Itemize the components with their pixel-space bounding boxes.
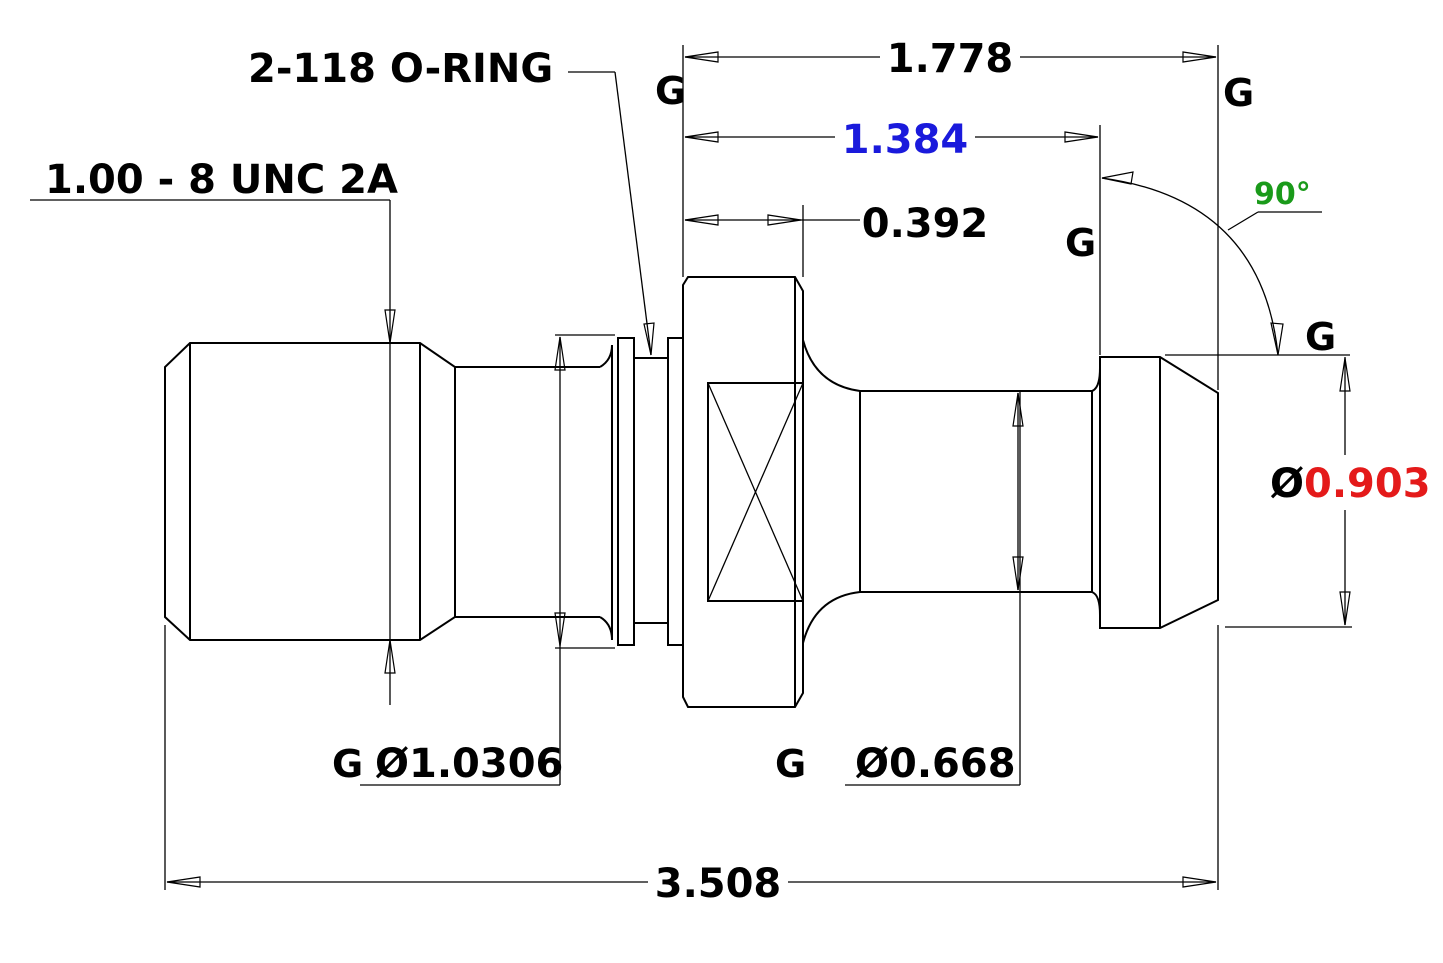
head-dia-symbol: Ø xyxy=(1270,461,1304,507)
ridge-1 xyxy=(617,337,635,646)
part-outline xyxy=(164,276,1219,708)
wrench-flat-cross-2 xyxy=(707,382,804,602)
wrench-flat xyxy=(707,382,804,602)
dimension-mid: 1.384 xyxy=(842,117,969,163)
neck-fillet-top xyxy=(599,344,613,368)
angle-label: 90° xyxy=(1254,177,1311,212)
dimension-overall-top: 1.778 xyxy=(887,36,1014,82)
ridge-2 xyxy=(667,337,684,646)
shank-fillet-bottom xyxy=(802,591,861,644)
shank-fillet-top xyxy=(802,339,861,392)
gauge-mark-4: G xyxy=(1305,315,1336,359)
head-dia-value: 0.903 xyxy=(1304,461,1431,507)
dimension-shank-dia: Ø0.668 xyxy=(855,741,1016,787)
dimension-overall-length: 3.508 xyxy=(655,861,782,907)
gauge-mark-2: G xyxy=(1223,71,1254,115)
labels: 2-118 O-RING 1.00 - 8 UNC 2A 1.778 1.384… xyxy=(45,36,1431,907)
shank xyxy=(859,390,1093,593)
o-ring-groove xyxy=(633,357,669,624)
shank-end-fillet-top xyxy=(1091,367,1101,392)
gauge-mark-3: G xyxy=(1065,221,1096,265)
gauge-mark-1: G xyxy=(655,69,686,113)
shank-end-fillet-bottom xyxy=(1091,591,1101,616)
dimension-flange: 0.392 xyxy=(862,201,989,247)
thread-body xyxy=(164,342,456,641)
flange xyxy=(682,276,804,708)
o-ring-callout: 2-118 O-RING xyxy=(248,46,553,92)
dimension-head-dia: Ø0.903 xyxy=(1270,461,1431,507)
dimension-groove-dia: Ø1.0306 xyxy=(375,741,563,787)
neck-fillet-bottom xyxy=(599,616,613,641)
thread-callout: 1.00 - 8 UNC 2A xyxy=(45,157,398,203)
gauge-mark-5: G xyxy=(332,742,363,786)
gauge-mark-6: G xyxy=(775,742,806,786)
dimension-lines xyxy=(30,51,1351,888)
extension-lines xyxy=(164,45,1352,890)
